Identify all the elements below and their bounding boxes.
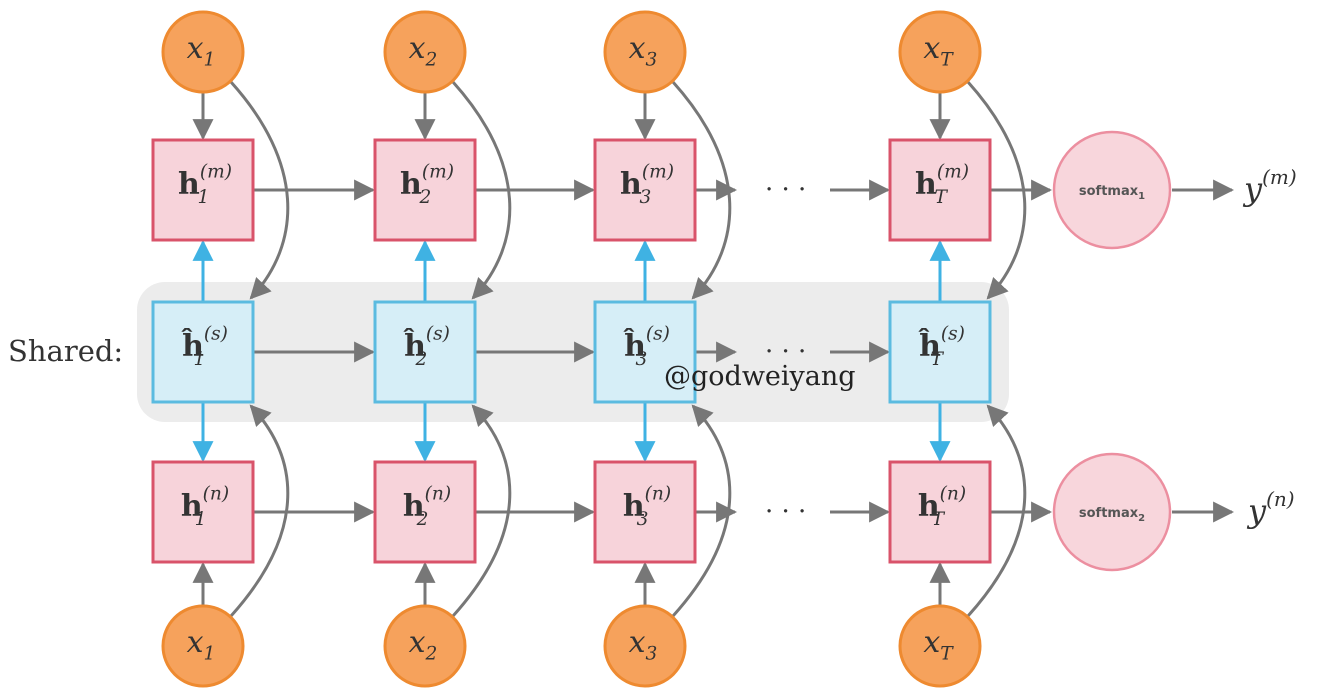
- hidden-n-2-box: [373, 460, 477, 564]
- edge-input-bottom-to-shared: [451, 404, 512, 618]
- softmax-2: softmax2: [1052, 452, 1172, 572]
- softmax-2-circle: [1052, 452, 1172, 572]
- input-top-3: x3: [603, 10, 687, 94]
- ellipsis-hm: · · ·: [765, 175, 806, 205]
- input-bottom-1: x1: [161, 604, 245, 688]
- hidden-m-3-box: [593, 138, 697, 242]
- hidden-s-4: ĥ(s)T: [888, 300, 992, 404]
- input-top-3-label: x3: [629, 31, 658, 71]
- input-bottom-3-label: x3: [629, 625, 658, 665]
- input-top-2: x2: [383, 10, 467, 94]
- input-bottom-3-circle: [603, 604, 687, 688]
- input-bottom-4-circle: [898, 604, 982, 688]
- input-bottom-2: x2: [383, 604, 467, 688]
- edge-input-bottom-to-shared: [966, 404, 1027, 618]
- input-top-3-circle: [603, 10, 687, 94]
- hidden-m-1-label: h(m)1: [178, 162, 232, 209]
- input-bottom-2-label: x2: [409, 625, 438, 665]
- hidden-m-2: h(m)2: [373, 138, 477, 242]
- hidden-m-3: h(m)3: [593, 138, 697, 242]
- hidden-m-1-box: [151, 138, 255, 242]
- hidden-s-3: ĥ(s)3: [593, 300, 697, 404]
- softmax-1-label: softmax1: [1079, 184, 1145, 202]
- watermark: @godweiyang: [664, 361, 856, 392]
- hidden-m-4-box: [888, 138, 992, 242]
- input-bottom-4-label: xT: [923, 625, 954, 665]
- input-bottom-2-circle: [383, 604, 467, 688]
- hidden-s-1-box: [151, 300, 255, 404]
- input-bottom-4: xT: [898, 604, 982, 688]
- hidden-m-3-label: h(m)3: [620, 162, 674, 209]
- input-bottom-3: x3: [603, 604, 687, 688]
- input-top-1-label: x1: [187, 31, 216, 71]
- hidden-n-3-label: h(n)3: [623, 484, 671, 531]
- input-top-1: x1: [161, 10, 245, 94]
- hidden-s-2: ĥ(s)2: [373, 300, 477, 404]
- hidden-s-2-box: [373, 300, 477, 404]
- softmax-1-circle: [1052, 130, 1172, 250]
- hidden-m-4: h(m)T: [888, 138, 992, 242]
- input-top-4: xT: [898, 10, 982, 94]
- hidden-m-4-label: h(m)T: [915, 162, 969, 209]
- ellipsis-hn: · · ·: [765, 497, 806, 527]
- edge-input-bottom-to-shared: [229, 404, 290, 618]
- hidden-s-3-label: ĥ(s)3: [623, 324, 670, 371]
- hidden-n-4: h(n)T: [888, 460, 992, 564]
- input-top-4-circle: [898, 10, 982, 94]
- hidden-n-1: h(n)1: [151, 460, 255, 564]
- input-bottom-1-circle: [161, 604, 245, 688]
- edge-input-top-to-shared: [451, 80, 512, 300]
- input-top-2-label: x2: [409, 31, 438, 71]
- edge-input-top-to-shared: [229, 80, 290, 300]
- hidden-n-2-label: h(n)2: [403, 484, 451, 531]
- hidden-s-2-label: ĥ(s)2: [403, 324, 450, 371]
- edges-layer: [192, 80, 1235, 618]
- nodes-layer: · · · · · · · · · x1 x2 x3 xT x1 x2 x3 xT h(m)1 h(m)…: [151, 10, 1297, 688]
- hidden-m-2-label: h(m)2: [400, 162, 454, 209]
- output-y-m: y(m): [1242, 165, 1297, 208]
- hidden-n-3-box: [593, 460, 697, 564]
- input-top-2-circle: [383, 10, 467, 94]
- hidden-n-1-label: h(n)1: [181, 484, 229, 531]
- hidden-n-3: h(n)3: [593, 460, 697, 564]
- hidden-n-2: h(n)2: [373, 460, 477, 564]
- input-bottom-1-label: x1: [187, 625, 216, 665]
- hidden-n-4-box: [888, 460, 992, 564]
- softmax-2-label: softmax2: [1079, 506, 1145, 524]
- output-y-n: y(n): [1246, 487, 1295, 530]
- hidden-s-3-box: [593, 300, 697, 404]
- hidden-s-4-box: [888, 300, 992, 404]
- input-top-4-label: xT: [923, 31, 954, 71]
- hidden-s-1: ĥ(s)1: [151, 300, 255, 404]
- shared-label: Shared:: [8, 334, 123, 368]
- input-top-1-circle: [161, 10, 245, 94]
- edge-input-top-to-shared: [966, 80, 1027, 300]
- hidden-m-2-box: [373, 138, 477, 242]
- hidden-n-4-label: h(n)T: [918, 484, 966, 531]
- hidden-s-4-label: ĥ(s)T: [918, 324, 965, 371]
- hidden-s-1-label: ĥ(s)1: [181, 324, 228, 371]
- hidden-n-1-box: [151, 460, 255, 564]
- hidden-m-1: h(m)1: [151, 138, 255, 242]
- ellipsis-hs: · · ·: [765, 337, 806, 367]
- softmax-1: softmax1: [1052, 130, 1172, 250]
